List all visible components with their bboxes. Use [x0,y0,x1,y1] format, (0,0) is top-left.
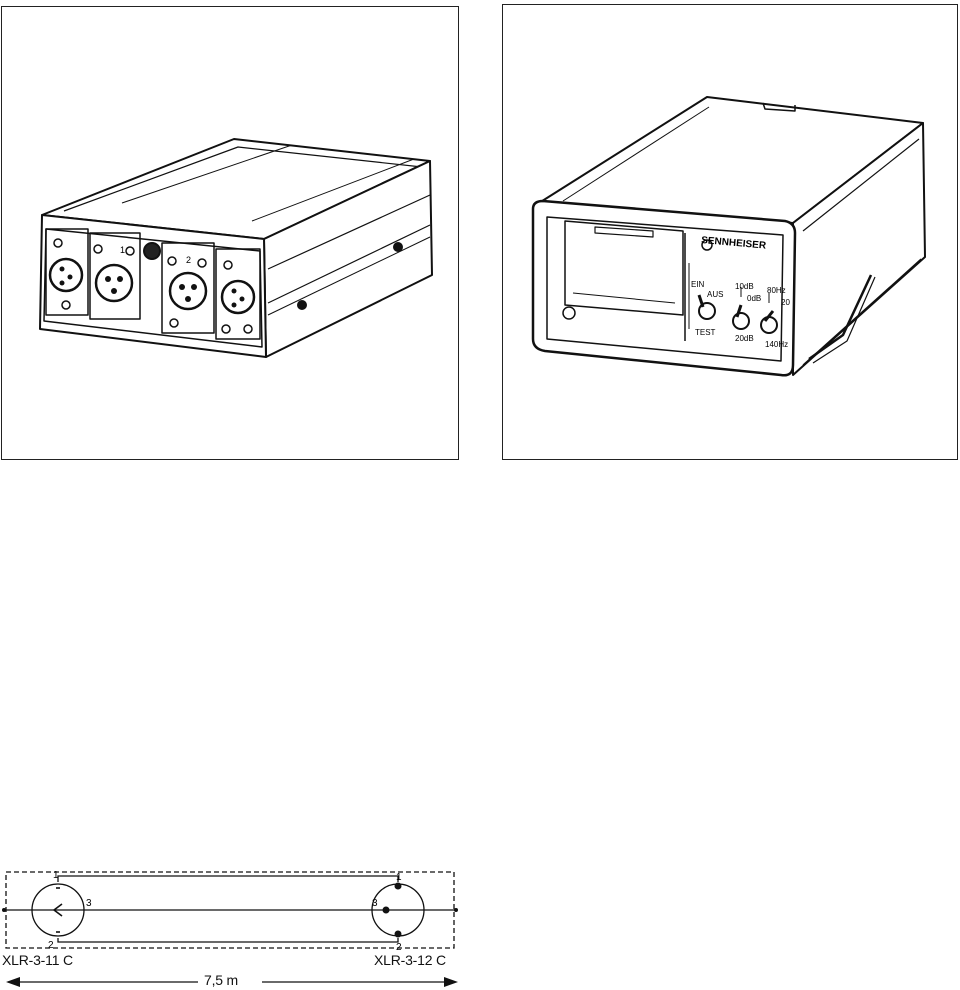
switch-power-top: EIN [691,280,705,289]
right-pin-1: 1 [396,872,402,883]
left-pin-1: 1 [53,870,59,881]
switch-filter-top: 80Hz [767,286,786,295]
switch-power-bottom: TEST [695,328,716,337]
switch-atten-mid: 0dB [747,294,761,303]
left-connector-label: XLR-3-11 C [2,952,73,968]
splitter-box-illustration: 1 2 [39,138,433,358]
switch-atten-bottom: 20dB [735,334,754,343]
cable-wiring-diagram: 1 3 2 1 3 2 XLR-3-11 C XLR-3-12 C 7,5 m [0,860,470,990]
left-pin-2: 2 [48,940,54,951]
cable-length-label: 7,5 m [204,972,239,988]
pin-label-2: 2 [186,255,191,265]
right-pin-3: 3 [372,898,378,909]
switch-atten-top: 10dB [735,282,754,291]
right-illustration-frame: SENNHEISER EIN AUS TEST 10dB 0dB 20dB 80… [502,4,958,460]
right-pin-2: 2 [396,942,402,953]
left-pin-3: 3 [86,898,92,909]
switch-power-mid: AUS [707,290,723,299]
pin-label-1: 1 [120,245,125,255]
wiring-schematic: 1 3 2 1 3 2 [2,870,458,987]
right-connector-label: XLR-3-12 C [374,952,446,968]
switch-filter-bottom: 140Hz [765,340,788,349]
switch-filter-mid: 20 [781,298,790,307]
left-illustration-frame: 1 2 [1,6,459,460]
power-supply-illustration: SENNHEISER EIN AUS TEST 10dB 0dB 20dB 80… [531,96,926,377]
